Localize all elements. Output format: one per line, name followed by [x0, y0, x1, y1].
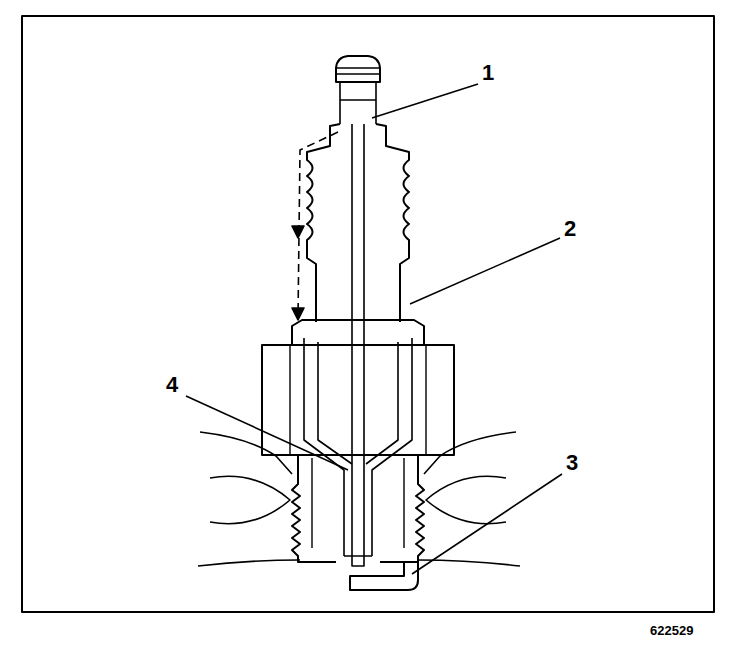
- frame: [22, 16, 714, 612]
- leader-line: [186, 84, 562, 574]
- callout-number: 2: [564, 218, 576, 240]
- cylinder-head: [198, 432, 520, 566]
- callout-number: 1: [482, 62, 494, 84]
- callout-number: 3: [566, 452, 578, 474]
- ground-electrode: [350, 562, 418, 590]
- callout-number: 4: [166, 374, 178, 396]
- insulator: [307, 124, 409, 322]
- shell: [262, 320, 454, 562]
- terminal: [336, 56, 380, 124]
- insulator-nose: [304, 338, 412, 556]
- figure-number: 622529: [650, 624, 693, 637]
- flow-arrow: [292, 132, 338, 320]
